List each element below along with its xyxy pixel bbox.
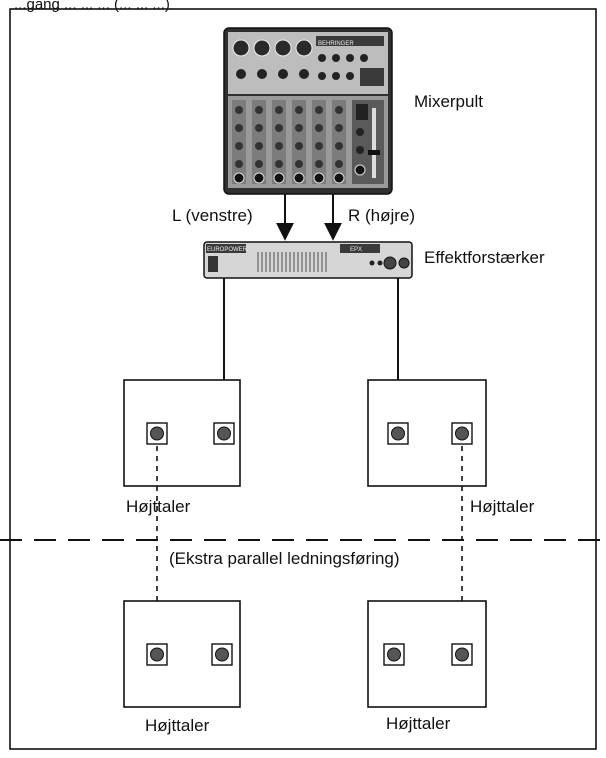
- speaker-bottom-left: [123, 600, 241, 708]
- outer-frame: [9, 8, 597, 750]
- amplifier-device: EUROPOWER EPX: [203, 241, 413, 279]
- amplifier-model-text: EPX: [350, 247, 362, 253]
- mixer-brand-text: BEHRINGER: [318, 41, 354, 47]
- mixer-xlr-inputs: [232, 39, 313, 79]
- label-left-channel: L (venstre): [172, 206, 253, 225]
- label-mixer: Mixerpult: [414, 92, 483, 111]
- label-speaker-bottom-left: Højttaler: [145, 716, 210, 735]
- label-speaker-top-right: Højttaler: [470, 497, 535, 516]
- label-right-channel: R (højre): [348, 206, 416, 225]
- speaker-top-left: [123, 379, 241, 487]
- mixer-master-section: [352, 100, 384, 184]
- mixer-device: BEHRINGER: [223, 27, 393, 195]
- amplifier-vent-grille: [257, 252, 327, 272]
- header-text: ...gang ... ... ... (... ... ...): [14, 0, 170, 13]
- amplifier-brand-text: EUROPOWER: [207, 247, 248, 253]
- mixer-channel-strips: [232, 100, 346, 184]
- speaker-bottom-right: [367, 600, 487, 708]
- mixer-line-inputs: [316, 36, 384, 86]
- label-speaker-top-left: Højttaler: [126, 497, 191, 516]
- label-speaker-bottom-right: Højttaler: [386, 714, 451, 733]
- label-extra-parallel-wiring: (Ekstra parallel ledningsføring): [167, 549, 402, 569]
- speaker-top-right: [367, 379, 487, 487]
- label-amplifier: Effektforstærker: [424, 248, 545, 267]
